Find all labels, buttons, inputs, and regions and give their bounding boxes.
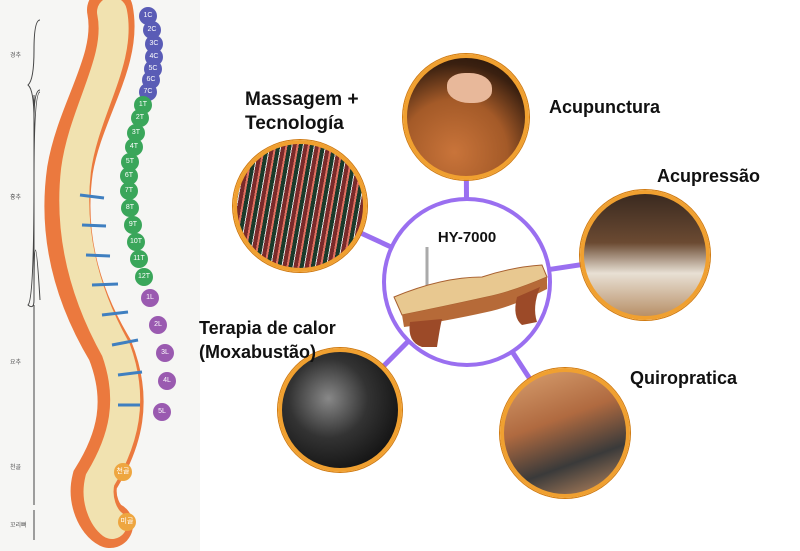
vertebra-label: 6T — [120, 167, 138, 185]
region-label: 경추 — [10, 53, 22, 59]
massage-technology-label: Massagem + Tecnología — [245, 88, 359, 136]
heat-therapy-line1: Terapia de calor — [199, 318, 336, 338]
acupressure-photo — [580, 190, 710, 320]
chiropractic-photo — [500, 368, 630, 498]
vertebra-label: 12T — [135, 268, 153, 286]
acupuncture-photo — [403, 54, 529, 180]
hy7000-hub: HY-7000 — [382, 197, 552, 367]
spine-diagram: 경추 흉추 요추 천골 꼬리뼈 1C 2C 3C 4C 5C 6C 7C 1T … — [0, 0, 200, 551]
massage-line1: Massagem + — [245, 89, 359, 110]
region-bracket — [27, 19, 41, 121]
region-label: 꼬리뼈 — [10, 523, 27, 529]
vertebra-label: 7T — [120, 182, 138, 200]
acupressure-label: Acupressão — [657, 166, 761, 186]
massage-technology-photo — [233, 140, 367, 272]
massage-bed-image — [393, 247, 548, 347]
moxibustion-photo — [278, 348, 402, 472]
vertebra-label: 4L — [158, 372, 176, 390]
region-label: 요추 — [10, 360, 22, 366]
acupuncture-label: Acupunctura — [549, 97, 661, 117]
vertebra-label: 2L — [149, 316, 167, 334]
vertebra-label: 9T — [124, 216, 142, 234]
vertebra-label: 5T — [121, 153, 139, 171]
vertebra-label: 4T — [125, 138, 143, 156]
vertebra-label: 미골 — [118, 513, 136, 531]
chiropractic-label: Quiropratica — [630, 368, 738, 388]
vertebra-label: 1L — [141, 289, 159, 307]
vertebra-label: 천골 — [114, 463, 132, 481]
vertebra-label: 10T — [127, 233, 145, 251]
vertebra-label: 1C — [139, 7, 157, 25]
vertebra-label: 2T — [131, 109, 149, 127]
vertebra-label: 3L — [156, 344, 174, 362]
vertebra-label: 11T — [130, 250, 148, 268]
spine-illustration — [27, 0, 144, 548]
region-label: 흉추 — [10, 195, 22, 201]
vertebra-label: 2C — [143, 21, 161, 39]
heat-therapy-line2: (Moxabustão) — [199, 342, 316, 362]
vertebra-label: 5L — [153, 403, 171, 421]
region-label: 천골 — [10, 465, 22, 471]
heat-therapy-label: Terapia de calor (Moxabustão) — [199, 316, 336, 364]
vertebra-label: 3T — [127, 124, 145, 142]
massage-line2: Tecnología — [245, 113, 344, 134]
vertebra-label: 8T — [121, 199, 139, 217]
hub-title: HY-7000 — [437, 229, 497, 246]
